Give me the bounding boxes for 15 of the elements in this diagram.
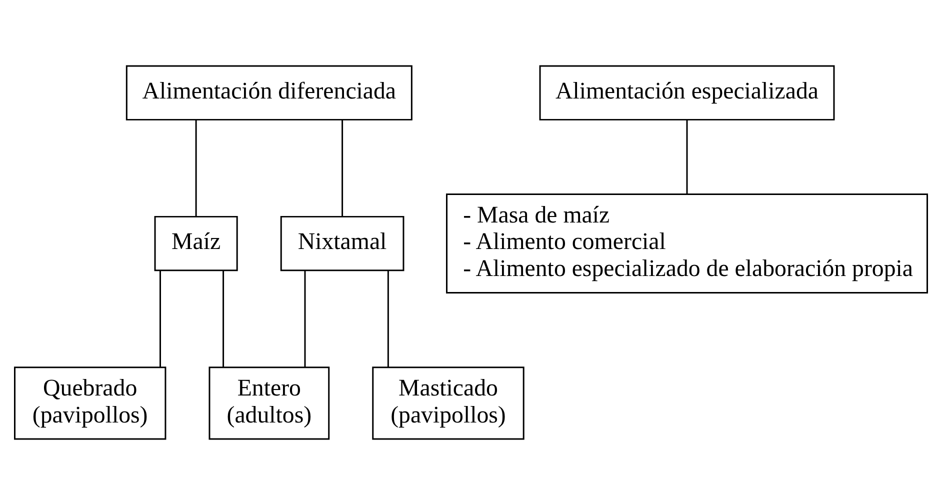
connector xyxy=(222,270,224,366)
node-box: Nixtamal xyxy=(280,215,404,271)
node-box: Entero (adultos) xyxy=(208,366,330,440)
connector xyxy=(304,270,306,366)
connector xyxy=(160,270,161,366)
node-box: Masticado (pavipollos) xyxy=(372,366,524,440)
node-box: Maíz xyxy=(154,215,238,271)
node-box: Alimentación diferenciada xyxy=(126,64,412,120)
node-box: Alimentación especializada xyxy=(539,64,835,120)
node-box: Quebrado (pavipollos) xyxy=(14,366,166,440)
connector xyxy=(387,270,389,366)
node-box: - Masa de maíz - Alimento comercial - Alimento especializado de elaboración propia xyxy=(446,193,928,294)
connector xyxy=(686,119,688,194)
connector xyxy=(342,119,344,216)
connector xyxy=(195,119,197,216)
